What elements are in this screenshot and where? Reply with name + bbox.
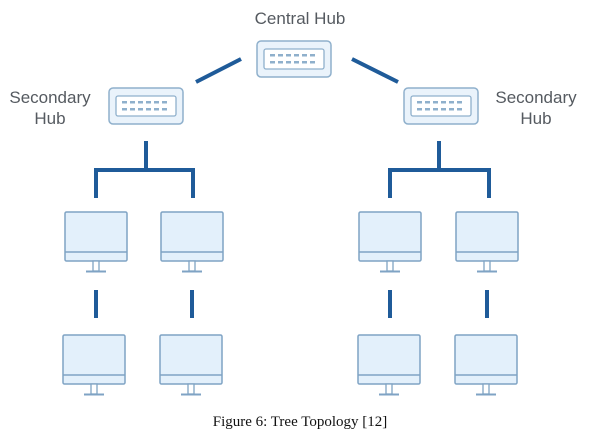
- link-central-right: [351, 57, 399, 84]
- secondary-hub-right-label: Secondary Hub: [488, 87, 584, 129]
- secondary-hub-right-icon: [403, 87, 479, 125]
- computer-icon: [160, 211, 224, 273]
- secondary-hub-left-icon: [108, 87, 184, 125]
- computer-icon: [62, 334, 126, 396]
- computer-icon: [159, 334, 223, 396]
- secondary-hub-right-label-line1: Secondary: [495, 88, 577, 107]
- central-hub-label: Central Hub: [254, 9, 346, 28]
- link-right-hub-branch: [388, 168, 491, 198]
- figure-caption: Figure 6: Tree Topology [12]: [212, 414, 388, 430]
- link-central-left: [195, 57, 242, 84]
- computer-icon: [455, 211, 519, 273]
- secondary-hub-left-label-line2: Hub: [34, 109, 66, 128]
- secondary-hub-left-label: Secondary Hub: [2, 87, 98, 129]
- link-left-hub-branch: [94, 168, 195, 198]
- computer-icon: [358, 211, 422, 273]
- computer-icon: [454, 334, 518, 396]
- central-hub-icon: [256, 40, 332, 78]
- secondary-hub-left-label-line1: Secondary: [9, 88, 91, 107]
- network-links: [94, 57, 491, 318]
- computer-icon: [64, 211, 128, 273]
- secondary-hub-right-label-line2: Hub: [520, 109, 552, 128]
- computer-icon: [357, 334, 421, 396]
